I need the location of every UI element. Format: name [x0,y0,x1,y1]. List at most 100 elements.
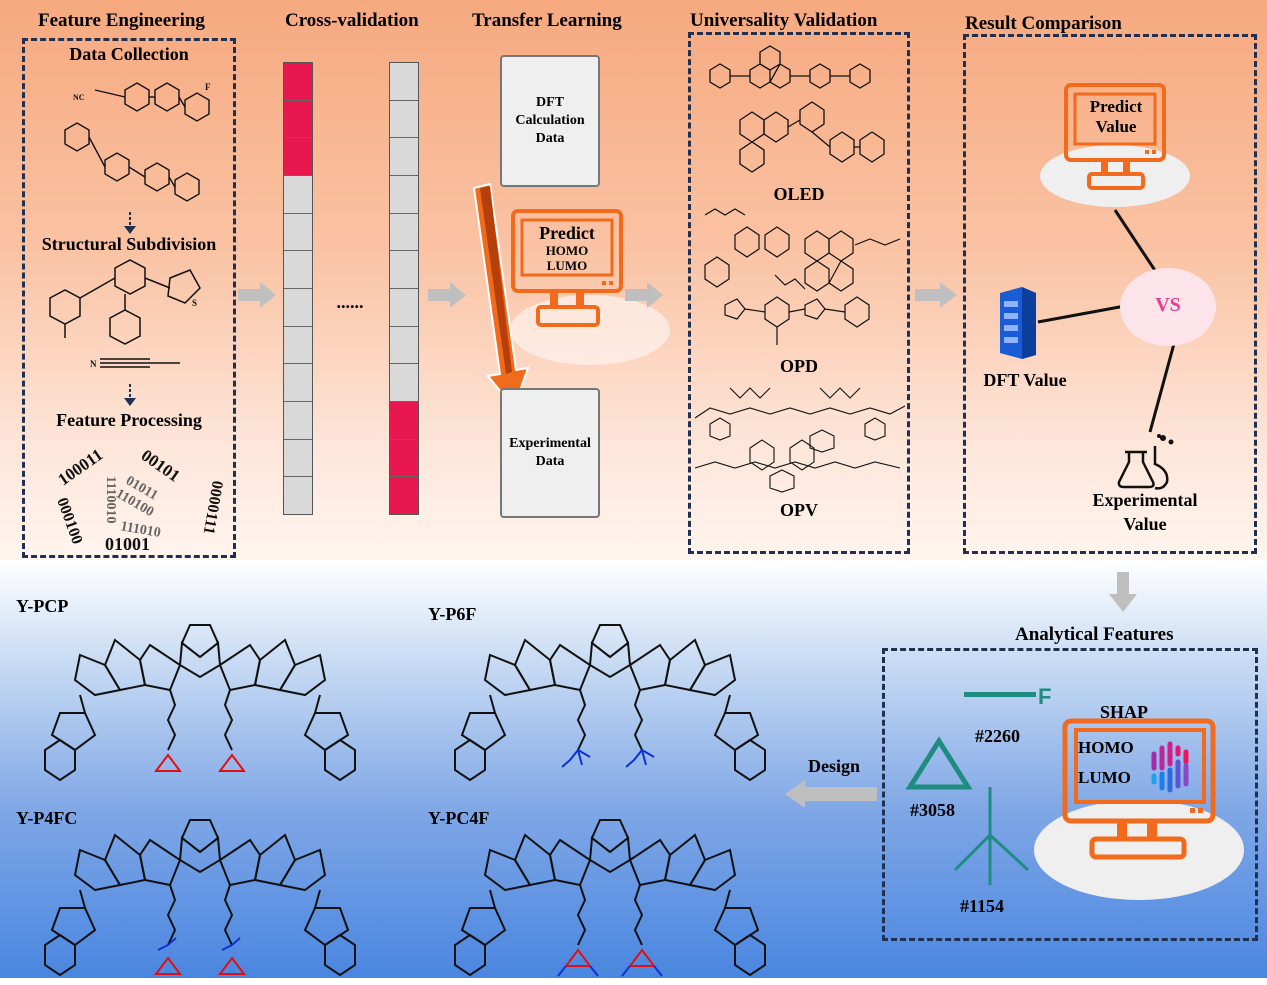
oled-label: OLED [773,184,825,204]
training-fold-cell [284,251,312,290]
branch-feature-icon [953,787,1030,885]
shap-label: SHAP [1100,702,1149,722]
binary-string: 100011 [54,445,106,489]
dft-calculation-data-scroll: DFT Calculation Data [500,55,600,187]
training-fold-cell [390,100,418,139]
binary-features-graphic: 100011 00101 01011 110100 1110010 000100… [53,445,225,553]
header-cross-validation: Cross-validation [285,10,419,31]
molecule-name-y-pc4f: Y-PC4F [428,808,490,828]
header-transfer-learning: Transfer Learning [472,10,622,31]
cv-fold-column-1 [283,62,313,515]
svg-text:S: S [192,298,197,308]
dft-line-1: DFT [536,94,564,110]
shap-monitor-icon [1062,718,1216,860]
training-fold-cell [284,402,312,440]
header-analytical-features: Analytical Features [1015,624,1174,645]
feature-id-2260: #2260 [975,726,1020,746]
training-fold-cell [390,289,418,327]
result-comparison-box [963,34,1257,554]
exp-line-2: Data [535,454,565,469]
validation-fold-cell [284,63,312,101]
header-result-comparison: Result Comparison [965,13,1122,34]
training-fold-cell [390,213,418,252]
validation-fold-cell [284,138,312,177]
training-fold-cell [390,138,418,177]
binary-string: 000100 [53,496,85,547]
molecule-name-y-pcp: Y-PCP [16,596,69,616]
dft-line-3: Data [535,131,565,147]
data-collection-label: Data Collection [69,44,189,64]
data-collection-molecule: F NC [64,82,211,202]
shap-monitor-shadow [1034,800,1244,900]
flask-icon [1117,434,1174,490]
flow-arrow-down-icon [1109,572,1137,612]
design-label: Design [808,756,861,776]
server-icon [1000,287,1036,359]
opv-molecules [694,387,906,493]
binary-string: 00101 [138,446,184,486]
structural-subdivision-fragments: S N [49,259,201,369]
workflow-panel [0,0,1267,560]
predict-value-monitor-icon [1064,83,1166,190]
analytical-features-box [882,648,1258,941]
predict-monitor-icon [511,209,623,327]
training-fold-cell [284,364,312,403]
experimental-value-line-1: Experimental [1092,490,1198,510]
cv-ellipsis: ...... [336,292,364,312]
flow-arrow-icon [428,282,466,308]
flow-arrow-icon [238,282,276,308]
opd-label: OPD [780,356,818,376]
svg-text:F: F [1038,684,1051,709]
validation-fold-cell [390,402,418,440]
flow-arrow-icon [915,282,957,308]
validation-fold-cell [390,439,418,478]
lumo-label: LUMO [546,258,588,273]
feature-id-3058: #3058 [910,800,955,820]
predict-label: Predict [539,223,595,243]
binary-string: 111010 [119,519,161,541]
training-fold-cell [390,364,418,403]
feature-engineering-box [22,38,236,558]
structural-subdivision-label: Structural Subdivision [41,234,217,254]
experimental-value-line-2: Value [1123,514,1167,534]
feature-id-1154: #1154 [960,896,1005,916]
fluorine-feature-icon: F [964,684,1051,709]
homo-label: HOMO [545,243,589,258]
universality-validation-box [688,32,910,554]
molecule-name-y-p4fc: Y-P4FC [16,808,78,828]
molecule-name-y-p6f: Y-P6F [428,604,477,624]
down-arrow-icon [124,384,136,406]
header-universality-validation: Universality Validation [690,10,878,31]
predict-value-line-2: Value [1095,117,1137,136]
training-fold-cell [284,213,312,252]
comparison-connectors [1037,209,1177,433]
predict-value-line-1: Predict [1089,97,1143,116]
experimental-data-scroll: Experimental Data [500,388,600,518]
header-feature-engineering: Feature Engineering [38,10,205,31]
training-fold-cell [390,63,418,101]
svg-text:N: N [90,359,97,369]
design-arrow-icon [785,780,877,808]
training-fold-cell [284,176,312,214]
molecule-y-pcp [44,624,356,781]
triangle-feature-icon [905,736,973,790]
training-fold-cell [284,477,312,515]
vs-bubble [1120,268,1216,346]
shap-homo-label: HOMO [1078,738,1134,757]
training-fold-cell [284,439,312,478]
vs-label: VS [1155,294,1181,316]
validation-fold-cell [284,100,312,139]
cv-fold-column-2 [389,62,419,515]
opv-label: OPV [780,500,818,520]
training-fold-cell [284,326,312,365]
shap-lumo-label: LUMO [1078,768,1131,787]
binary-string: 0000111 [200,479,225,535]
dft-line-2: Calculation [515,112,585,128]
down-arrow-icon [124,212,136,234]
training-fold-cell [390,176,418,214]
dft-value-label: DFT Value [983,370,1067,390]
opd-molecules [704,208,901,345]
molecule-y-p4fc [44,819,356,976]
svg-text:NC: NC [73,93,85,102]
validation-fold-cell [390,477,418,515]
